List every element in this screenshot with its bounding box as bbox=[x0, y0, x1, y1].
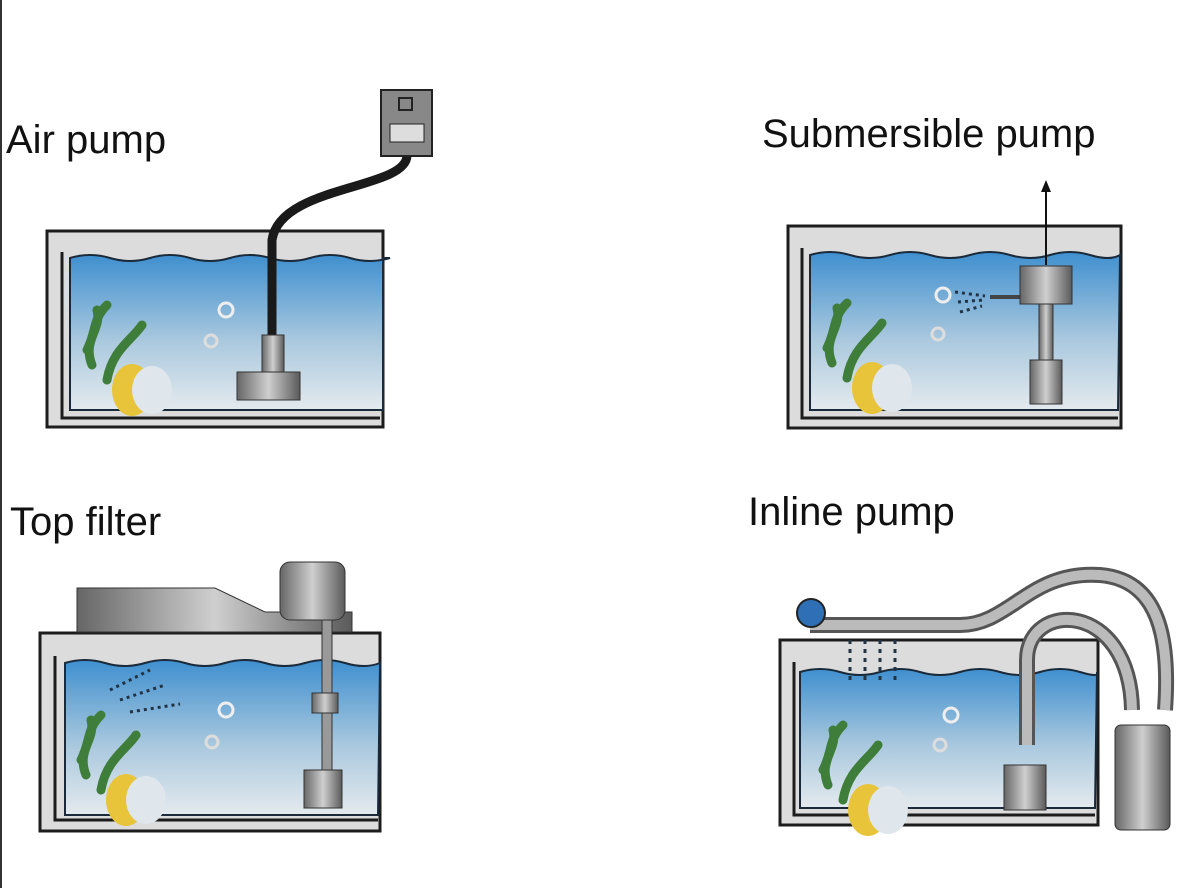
air-pump-box bbox=[380, 89, 433, 157]
canister-pump bbox=[1114, 724, 1171, 831]
filter-motor bbox=[279, 561, 346, 621]
filter-hood bbox=[76, 587, 353, 633]
air-stone bbox=[236, 371, 301, 401]
submersible-pump-diagram bbox=[786, 180, 1123, 430]
label-air-pump: Air pump bbox=[6, 118, 167, 162]
label-top-filter: Top filter bbox=[10, 500, 162, 544]
inline-pump-diagram bbox=[778, 566, 1175, 836]
label-submersible-pump: Submersible pump bbox=[762, 112, 1096, 156]
top-filter-diagram bbox=[38, 561, 382, 833]
left-border bbox=[0, 0, 2, 888]
label-inline-pump: Inline pump bbox=[748, 490, 955, 534]
pump-head bbox=[1019, 265, 1073, 305]
air-pump-diagram bbox=[45, 89, 433, 429]
air-hose bbox=[267, 154, 412, 336]
